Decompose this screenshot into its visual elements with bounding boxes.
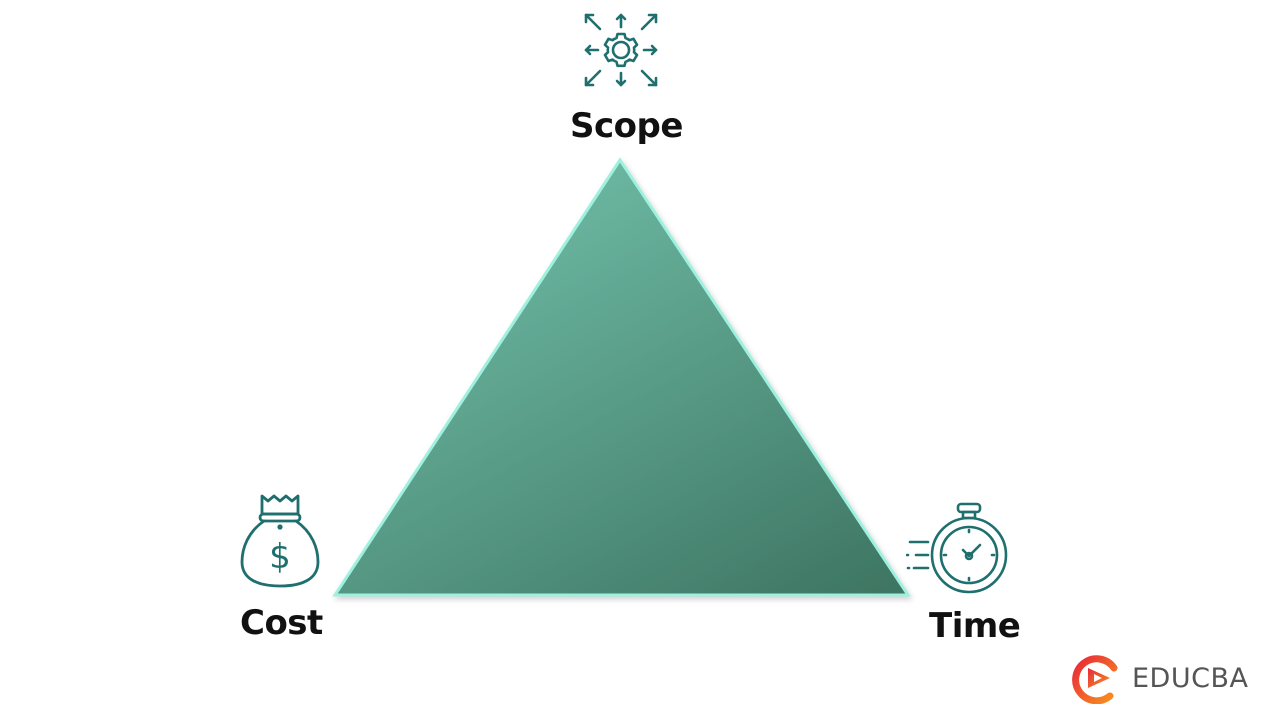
label-scope: Scope (570, 106, 683, 146)
label-cost: Cost (240, 603, 323, 643)
money-bag-icon: $ (240, 494, 320, 588)
educba-logo-icon (1072, 655, 1118, 704)
label-time: Time (929, 606, 1021, 646)
brand-logo: EDUCBA (1070, 652, 1248, 704)
svg-text:$: $ (269, 537, 291, 577)
stopwatch-icon (906, 502, 1008, 594)
gear-arrows-icon (584, 13, 658, 87)
brand-name: EDUCBA (1132, 662, 1249, 694)
